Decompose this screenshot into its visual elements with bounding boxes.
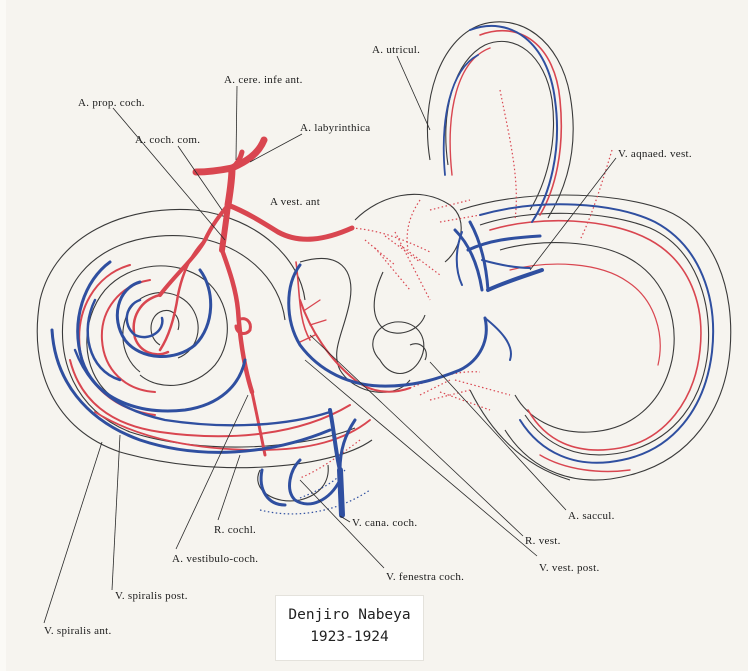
caption-author: Denjiro Nabeya [288,607,411,623]
dotted-venules [259,469,371,515]
author-caption-card: Denjiro Nabeya 1923-1924 [276,596,423,660]
label-a-prop-coch: A. prop. coch. [78,97,145,109]
label-a-labyrinthica: A. labyrinthica [300,122,370,134]
label-a-utricul: A. utricul. [372,44,420,56]
leader-v-cana [339,515,351,523]
leader-a-saccul [429,361,567,511]
dotted-arterioles [299,89,613,479]
leader-a-vestibulo [175,394,249,550]
anatomical-labels: A. utricul. A. cere. infe ant. A. prop. … [44,44,692,637]
label-r-vest: R. vest. [525,535,561,547]
label-a-coch-com: A. coch. com. [135,134,200,146]
label-v-cana-coch: V. cana. coch. [352,517,417,529]
label-v-fenestra-coch: V. fenestra coch. [386,571,464,583]
leader-a-coch-com [177,145,223,211]
label-v-spiralis-post: V. spiralis post. [115,590,188,602]
label-v-spiralis-ant: V. spiralis ant. [44,625,112,637]
arterial-network [69,29,702,473]
label-v-vest-post: V. vest. post. [539,562,600,574]
leader-a-cere [235,85,238,161]
label-r-cochl: R. cochl. [214,524,256,536]
label-a-saccul: A. saccul. [568,510,615,522]
label-a-cere-infe-ant: A. cere. infe ant. [224,74,303,86]
leader-v-spiralis-ant [43,441,103,624]
venous-network [50,25,715,518]
leader-a-prop-coch [112,107,226,241]
label-v-aqnaed-vest: V. aqnaed. vest. [618,148,692,160]
leader-a-labyrinthica [249,133,303,163]
leader-lines [43,55,617,624]
caption-years: 1923-1924 [310,629,389,645]
leader-r-vest [309,334,524,537]
leader-v-aqnaed [529,157,617,271]
leader-v-spiralis-post [111,434,121,591]
leader-r-cochl [217,454,241,521]
leader-v-fenestra [299,479,385,569]
leader-v-vest-post [304,359,538,557]
label-a-vest-ant: A vest. ant [270,196,320,208]
label-a-vestibulo-coch: A. vestibulo-coch. [172,553,258,565]
leader-a-utricul [396,55,431,131]
